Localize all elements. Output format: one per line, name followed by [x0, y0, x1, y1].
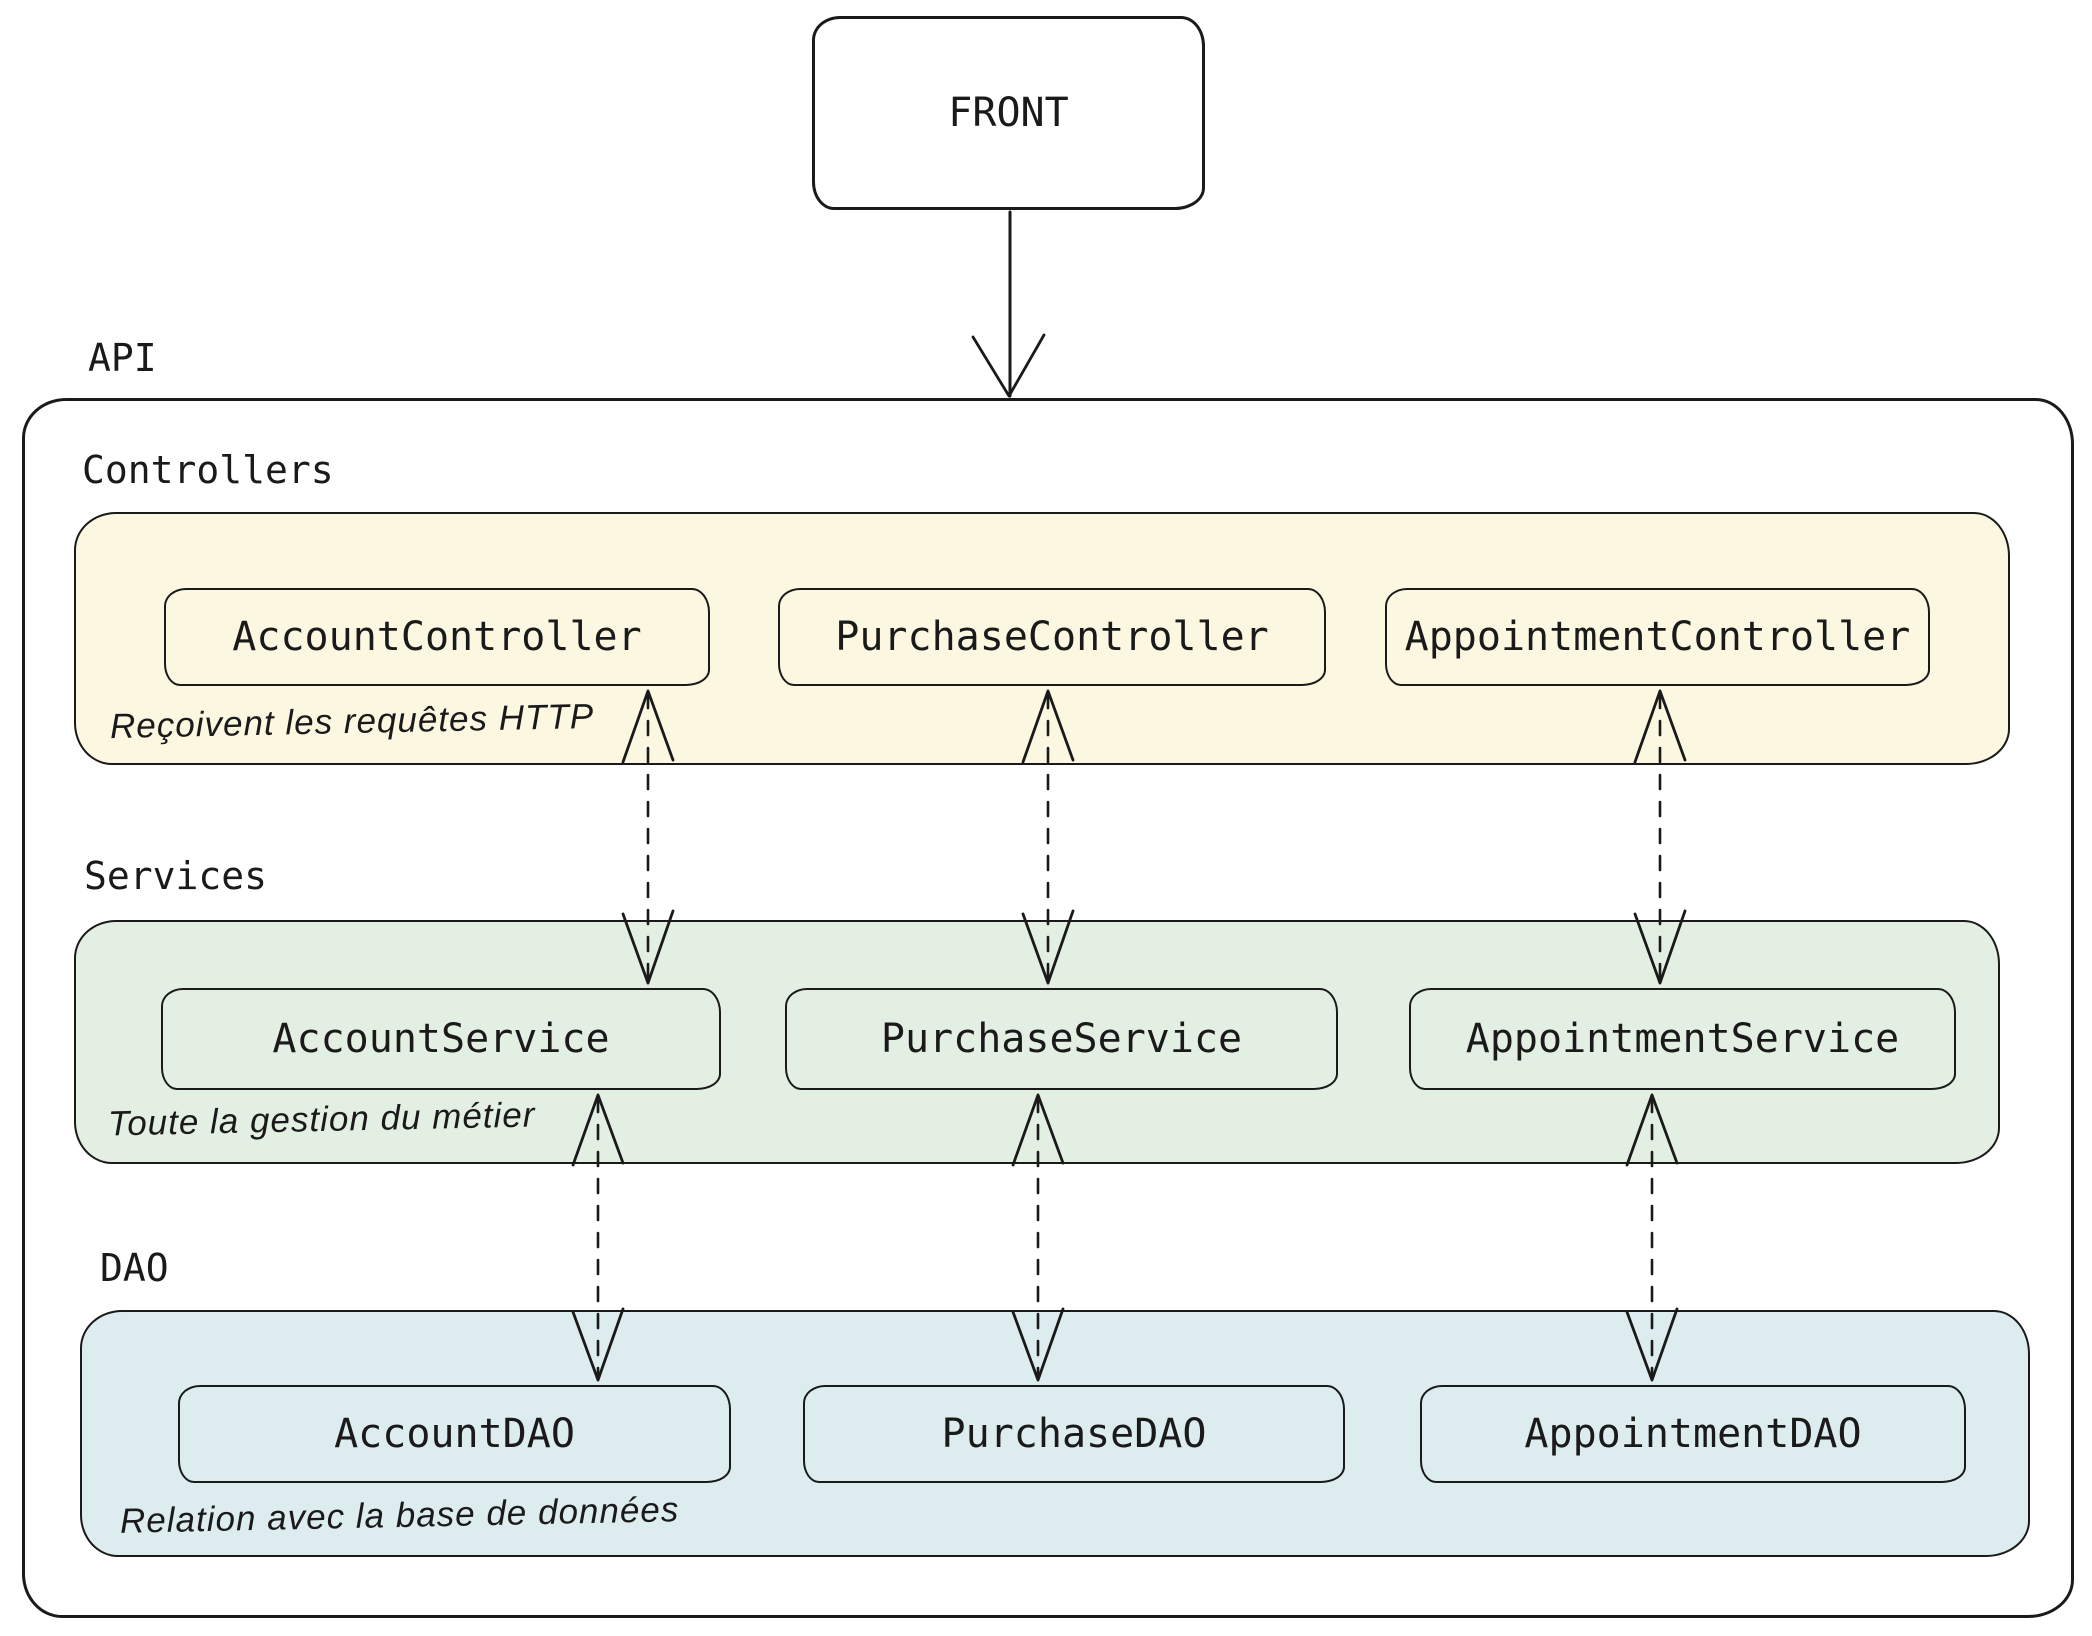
appointment-controller-label: AppointmentController: [1404, 614, 1911, 660]
dao-label: DAO: [100, 1246, 169, 1290]
purchase-service-label: PurchaseService: [880, 1016, 1243, 1062]
front-to-api-arrow: [971, 210, 1046, 398]
purchase-controller-label: PurchaseController: [835, 614, 1269, 660]
account-service-label: AccountService: [272, 1016, 610, 1062]
appointment-service-label: AppointmentService: [1465, 1016, 1900, 1062]
appointment-controller-node[interactable]: AppointmentController: [1385, 588, 1930, 686]
purchase-dao-label: PurchaseDAO: [941, 1411, 1207, 1457]
api-label: API: [88, 336, 157, 380]
purchase-service-node[interactable]: PurchaseService: [785, 988, 1338, 1090]
controllers-label: Controllers: [82, 448, 334, 492]
services-label: Services: [84, 854, 268, 898]
front-node[interactable]: FRONT: [812, 16, 1205, 210]
account-service-node[interactable]: AccountService: [161, 988, 721, 1090]
appointment-dao-node[interactable]: AppointmentDAO: [1420, 1385, 1966, 1483]
account-controller-label: AccountController: [232, 614, 642, 660]
appointment-service-node[interactable]: AppointmentService: [1409, 988, 1956, 1090]
front-node-label: FRONT: [948, 90, 1069, 136]
account-dao-label: AccountDAO: [334, 1411, 575, 1457]
appointment-dao-label: AppointmentDAO: [1524, 1411, 1862, 1457]
purchase-dao-node[interactable]: PurchaseDAO: [803, 1385, 1345, 1483]
account-controller-node[interactable]: AccountController: [164, 588, 710, 686]
purchase-controller-node[interactable]: PurchaseController: [778, 588, 1326, 686]
account-dao-node[interactable]: AccountDAO: [178, 1385, 731, 1483]
